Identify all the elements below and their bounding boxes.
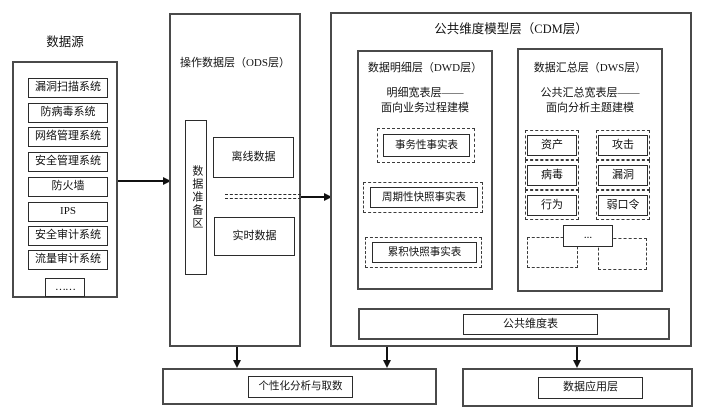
arrow-cdm-to-application-head (573, 360, 581, 368)
dws-topic-dashed-frame (596, 190, 650, 220)
arrow-source-to-ods-head (163, 177, 171, 185)
source-item: 流量审计系统 (28, 250, 108, 270)
dws-topic-dashed-frame (525, 190, 579, 220)
dws-topic-attack: 攻击 (598, 135, 648, 156)
dws-topic-dashed-frame (525, 160, 579, 190)
source-item-more: …… (45, 278, 85, 297)
dws-title: 数据汇总层（DWS层） (533, 61, 647, 74)
analysis-outer-box (162, 368, 437, 405)
arrow-ods-to-analysis-line (236, 347, 238, 362)
source-item: 漏洞扫描系统 (28, 78, 108, 98)
arrow-ods-to-analysis-head (233, 360, 241, 368)
arrow-cdm-to-analysis-head (383, 360, 391, 368)
dws-ellipsis-box: ... (563, 225, 613, 247)
dwd-table-periodic-snapshot: 周期性快照事实表 (370, 187, 478, 208)
dwd-subtitle-line1: 明细宽表层—— (386, 87, 464, 99)
dwd-table-dashed-frame (377, 128, 475, 163)
ods-realtime-box: 实时数据 (214, 217, 295, 256)
dws-subtitle-line1: 公共汇总宽表层—— (540, 87, 640, 99)
ods-prep-area-box: 数据准备区 (185, 120, 207, 275)
arrow-ods-to-cdm-line (301, 196, 327, 198)
cdm-title: 公共维度模型层（CDM层） (434, 21, 588, 36)
dwd-title: 数据明细层（DWD层） (367, 61, 483, 74)
dim-table-box: 公共维度表 (463, 314, 598, 335)
dws-placeholder-dashed-box (598, 238, 647, 270)
source-item: 防火墙 (28, 177, 108, 197)
arrow-cdm-to-analysis-line (386, 347, 388, 362)
arrow-cdm-to-application-line (576, 347, 578, 362)
arrow-source-to-ods-line (118, 180, 166, 182)
arrow-ods-to-cdm-head (324, 193, 332, 201)
dws-subtitle-line2: 面向分析主题建模 (546, 102, 634, 114)
source-title: 数据源 (46, 34, 84, 49)
dws-topic-dashed-frame (596, 130, 650, 160)
ods-title: 操作数据层（ODS层） (179, 57, 290, 69)
dwd-subtitle-line2: 面向业务过程建模 (381, 102, 469, 114)
dws-topic-virus: 病毒 (527, 165, 577, 186)
dws-topic-behavior: 行为 (527, 195, 577, 216)
ods-dashed-connector (225, 194, 301, 199)
source-item: 安全管理系统 (28, 152, 108, 172)
dws-topic-dashed-frame (525, 130, 579, 160)
dws-placeholder-dashed-box (527, 237, 578, 268)
dwd-table-dashed-frame (363, 182, 483, 213)
dws-topic-dashed-frame (596, 160, 650, 190)
source-item: 安全审计系统 (28, 226, 108, 246)
dws-topic-vulnerability: 漏洞 (598, 165, 648, 186)
dws-topic-assets: 资产 (527, 135, 577, 156)
analysis-box: 个性化分析与取数 (248, 376, 353, 398)
dwd-table-transactional: 事务性事实表 (383, 134, 470, 157)
ods-offline-box: 离线数据 (213, 137, 294, 178)
dwd-table-dashed-frame (365, 237, 482, 268)
dws-topic-weak-password: 弱口令 (598, 195, 648, 216)
source-item: 防病毒系统 (28, 103, 108, 123)
source-item: 网络管理系统 (28, 127, 108, 147)
dwd-table-accumulating-snapshot: 累积快照事实表 (372, 242, 477, 263)
application-box: 数据应用层 (538, 377, 643, 399)
source-item: IPS (28, 202, 108, 222)
